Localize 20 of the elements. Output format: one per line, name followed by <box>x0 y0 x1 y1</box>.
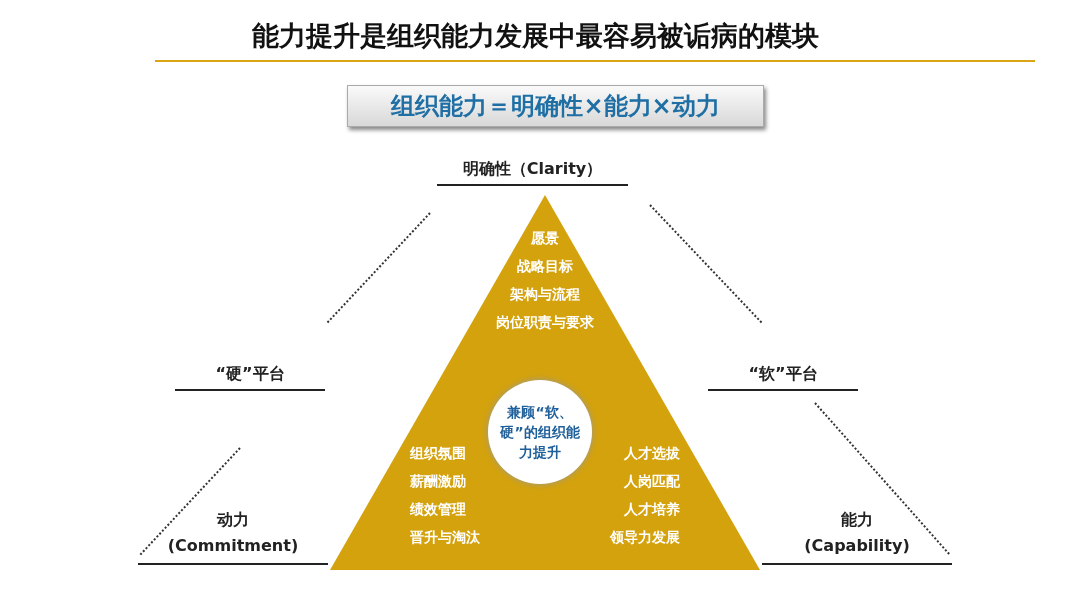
heading-label: 明确性（Clarity） <box>437 140 628 186</box>
list-item: 岗位职责与要求 <box>496 314 594 332</box>
list-item: 人才培养 <box>624 501 680 519</box>
list-item: 架构与流程 <box>510 286 580 304</box>
list-item: 人岗匹配 <box>624 473 680 491</box>
list-item: 组织氛围 <box>410 445 466 463</box>
list-item: 战略目标 <box>517 258 573 276</box>
slide-title: 能力提升是组织能力发展中最容易被诟病的模块 <box>250 19 820 53</box>
triangle-panel <box>330 195 760 570</box>
list-item: 晋升与淘汰 <box>410 529 480 547</box>
formula-banner: 组织能力＝明确性×能力×动力 <box>347 85 764 127</box>
list-item: 领导力发展 <box>610 529 680 547</box>
list-item: 薪酬激励 <box>410 473 466 491</box>
heading-label: “软”平台 <box>708 345 858 391</box>
list-item: 绩效管理 <box>410 501 466 519</box>
list-item: 愿景 <box>531 230 559 248</box>
heading-label: 能力 (Capability) <box>762 505 952 565</box>
heading-label: 动力 (Commitment) <box>138 505 328 565</box>
list-item: 人才选拔 <box>624 445 680 463</box>
heading-label: “硬”平台 <box>175 345 325 391</box>
